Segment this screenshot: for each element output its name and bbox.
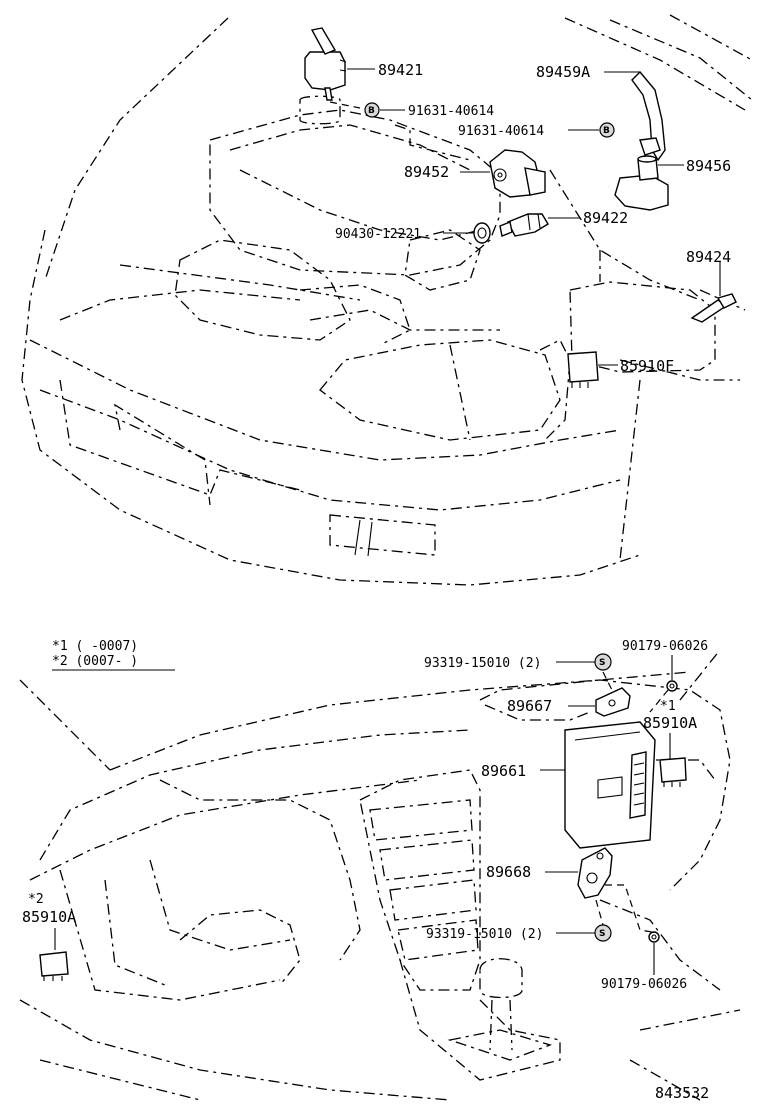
callout-89452: 89452 (404, 163, 449, 181)
screw-s-symbol-top: S (594, 653, 612, 671)
relay-part-85910a-right (659, 757, 687, 787)
sensor-part-89424 (690, 293, 737, 323)
callout-89424: 89424 (686, 248, 731, 266)
throttle-sensor-part-89452 (489, 149, 546, 198)
dash-89421-bolt (329, 101, 361, 109)
engine-bay-illustration (21, 14, 753, 586)
callout-85910a-right: 85910A (643, 714, 697, 732)
figure-number: 843532 (655, 1084, 709, 1102)
callout-85910a-left: 85910A (22, 908, 76, 926)
callout-89667: 89667 (507, 697, 552, 715)
vacuum-sensor-part-89421 (304, 27, 347, 101)
dash-93319-top (602, 671, 613, 691)
svg-text:B: B (368, 106, 375, 116)
callout-89668: 89668 (486, 863, 531, 881)
legend-line-2: *2 (0007- ) (52, 654, 138, 669)
svg-text:S: S (599, 929, 605, 939)
callout-91631-40614-b: 91631-40614 (458, 124, 544, 139)
bracket-part-89459a (631, 70, 666, 162)
callout-89459a: 89459A (536, 63, 590, 81)
note1-marker-right: *1 (660, 699, 676, 714)
callout-91631-40614-a: 91631-40614 (408, 104, 494, 119)
callout-89456: 89456 (686, 157, 731, 175)
relay-part-85910a-left (39, 951, 69, 981)
bolt-b-symbol-a: B (364, 102, 380, 118)
legend: *1 ( -0007) *2 (0007- ) (52, 639, 175, 671)
callout-93319-15010-top: 93319-15010 (2) (424, 656, 541, 671)
gasket-part-90430 (473, 222, 491, 244)
screw-s-symbol-bottom: S (594, 924, 612, 942)
callout-89421: 89421 (378, 61, 423, 79)
note2-marker-left: *2 (28, 892, 44, 907)
relay-part-85910f (567, 351, 599, 388)
temp-sensor-part-89422 (499, 213, 549, 237)
legend-line-1: *1 ( -0007) (52, 639, 138, 654)
callout-85910f: 85910F (620, 357, 674, 375)
callout-93319-15010-bottom: 93319-15010 (2) (426, 927, 543, 942)
callout-90430-12221: 90430-12221 (335, 227, 421, 242)
svg-text:S: S (599, 658, 605, 668)
dash-90179-top (649, 689, 669, 713)
svg-text:B: B (603, 126, 610, 136)
callout-90179-06026-top: 90179-06026 (622, 639, 708, 654)
nut-part-90179-bottom (648, 931, 660, 943)
ecu-part-89661 (564, 721, 656, 849)
sensor-part-89456 (614, 155, 669, 211)
bolt-b-symbol-b: B (599, 122, 615, 138)
bracket-part-89668 (577, 847, 613, 899)
bracket-part-89667 (595, 687, 631, 717)
dash-89668 (605, 884, 653, 933)
nut-part-90179-top (666, 680, 678, 692)
dash-89668-screw (595, 899, 604, 926)
callout-90179-06026-bottom: 90179-06026 (601, 977, 687, 992)
callout-89422: 89422 (583, 209, 628, 227)
dashboard-illustration (19, 649, 741, 1101)
callout-89661: 89661 (481, 762, 526, 780)
